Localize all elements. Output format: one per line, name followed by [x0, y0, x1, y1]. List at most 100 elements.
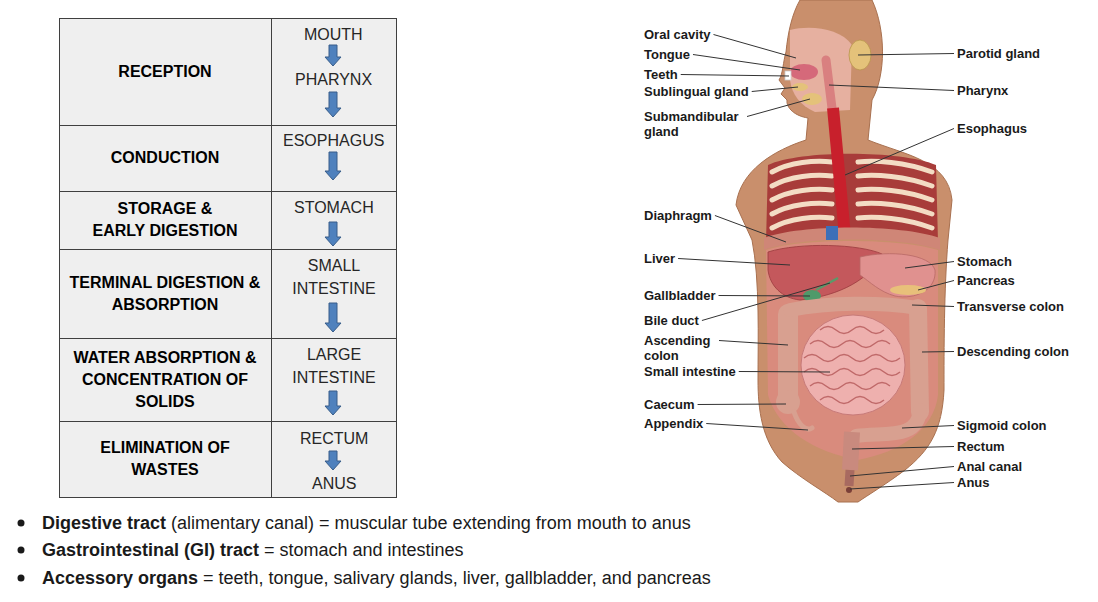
- organ-label: Pancreas: [957, 273, 1015, 288]
- bullet-dot: [18, 575, 25, 582]
- sigmoid-colon: [856, 410, 920, 436]
- leader-line: [912, 305, 954, 307]
- organ-label: Transverse colon: [957, 299, 1064, 314]
- organ-label: Liver: [644, 251, 675, 266]
- organ-label: Ascending colon: [644, 333, 716, 363]
- flow-arrow: [325, 152, 341, 180]
- leader-line: [719, 295, 810, 297]
- submandibular-gland: [802, 93, 822, 105]
- table-cell-organ: STOMACH: [294, 196, 374, 219]
- bullet-dots: [18, 520, 25, 582]
- intestine-coils: [804, 327, 900, 404]
- bullet-term: Accessory organs: [42, 567, 198, 589]
- organ-label: Sublingual gland: [644, 84, 749, 99]
- organ-label: Caecum: [644, 397, 695, 412]
- vena-cava: [826, 226, 838, 240]
- descending-colon: [918, 308, 920, 412]
- coil: [804, 355, 900, 362]
- organ-label: Stomach: [957, 254, 1012, 269]
- rib: [858, 217, 932, 228]
- table-cell-organ: ANUS: [312, 472, 356, 495]
- rib: [772, 175, 832, 186]
- leader-line: [739, 371, 830, 373]
- table-cell-organ: ESOPHAGUS: [283, 129, 384, 152]
- organ-label: Tongue: [644, 47, 690, 62]
- leader-line: [752, 87, 798, 92]
- transverse-colon: [790, 304, 918, 310]
- organ-label: Pharynx: [957, 83, 1008, 98]
- leader-line: [715, 216, 786, 243]
- organ-label: Rectum: [957, 439, 1005, 454]
- flow-arrow: [325, 303, 341, 332]
- bullet-text: = stomach and intestines: [264, 539, 464, 561]
- table-cell-heading: ELIMINATION OF WASTES: [65, 437, 265, 481]
- table-divider: [271, 18, 272, 498]
- tongue: [790, 64, 818, 80]
- table-cell-organ: MOUTH: [304, 23, 363, 46]
- organ-label: Anus: [957, 475, 990, 490]
- appendix: [794, 412, 812, 429]
- leader-line: [747, 99, 810, 117]
- leader-line: [714, 35, 797, 59]
- leader-line: [693, 55, 800, 71]
- organ-label: Descending colon: [957, 344, 1069, 359]
- organ-label: Sigmoid colon: [957, 418, 1047, 433]
- flow-arrow: [325, 45, 341, 66]
- bullet-term: Gastrointestinal (GI) tract: [42, 539, 259, 561]
- rib: [858, 175, 932, 186]
- organ-label: Parotid gland: [957, 46, 1040, 61]
- coil: [820, 397, 884, 404]
- leader-line: [852, 447, 954, 450]
- leader-line: [829, 85, 954, 91]
- flow-arrow: [325, 391, 341, 415]
- small-intestine: [801, 315, 905, 415]
- table-rule: [59, 338, 397, 339]
- organ-label: Anal canal: [957, 459, 1022, 474]
- leader-line: [918, 281, 954, 291]
- leader-line: [706, 424, 808, 431]
- rib: [772, 161, 832, 172]
- table-cell-heading: RECEPTION: [65, 61, 265, 83]
- flow-arrow: [325, 222, 341, 246]
- rib: [858, 161, 932, 172]
- organ-label: Teeth: [644, 67, 678, 82]
- table-rule: [59, 249, 397, 250]
- leader-line: [902, 426, 954, 429]
- stomach: [860, 254, 935, 297]
- pharynx: [826, 60, 832, 108]
- leader-line: [719, 341, 788, 346]
- flow-arrow: [325, 92, 341, 117]
- table-rule: [59, 191, 397, 192]
- ribs: [772, 161, 932, 228]
- bullet-text: (alimentary canal) = muscular tube exten…: [171, 512, 691, 534]
- leader-line: [922, 351, 954, 353]
- pancreas: [890, 285, 926, 295]
- organ-label: Oral cavity: [644, 27, 711, 42]
- table-rule: [59, 421, 397, 422]
- ascending-colon: [778, 314, 798, 395]
- rib: [858, 189, 932, 200]
- bullet-dot: [18, 547, 25, 554]
- coil: [820, 327, 884, 334]
- leader-line: [678, 259, 790, 266]
- leader-line: [850, 483, 954, 490]
- leader-line: [850, 467, 954, 477]
- table-cell-heading: STORAGE & EARLY DIGESTION: [90, 198, 240, 242]
- anal-canal: [849, 470, 850, 486]
- bullet-dot: [18, 520, 25, 527]
- organ-label: Appendix: [644, 416, 703, 431]
- organ-label: Gallbladder: [644, 288, 716, 303]
- flow-arrow: [325, 451, 341, 470]
- rib: [772, 217, 832, 228]
- rib: [772, 189, 832, 200]
- organ-label: Diaphragm: [644, 208, 712, 223]
- table-cell-organ: RECTUM: [300, 427, 368, 450]
- leader-line: [681, 75, 789, 77]
- coil: [810, 383, 890, 390]
- leader-line: [905, 262, 954, 269]
- table-cell-organ: LARGE INTESTINE: [279, 343, 389, 389]
- caecum: [776, 390, 800, 414]
- anus: [846, 487, 852, 493]
- rib: [772, 203, 832, 214]
